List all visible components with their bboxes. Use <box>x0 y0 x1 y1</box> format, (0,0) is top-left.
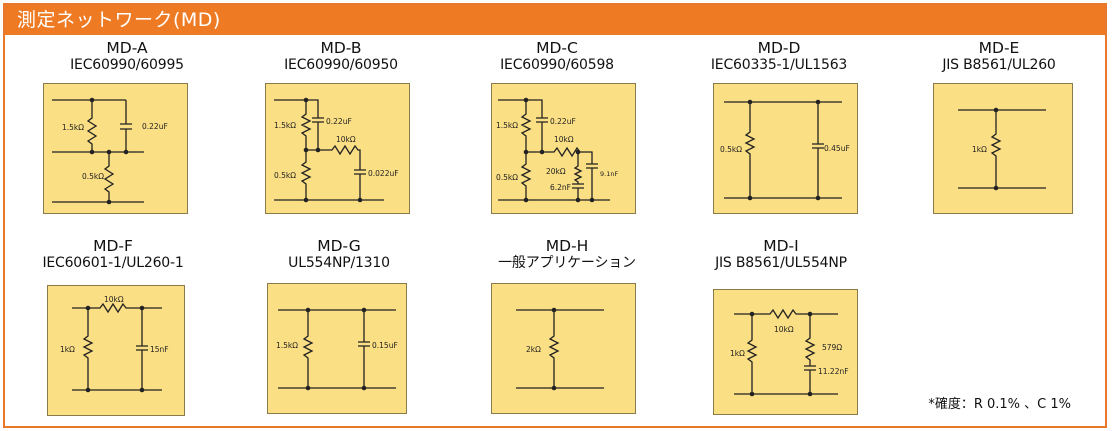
network-md-h: MD-H 一般アプリケーション <box>467 237 667 272</box>
circuit-md-h: 2kΩ <box>491 283 636 414</box>
label-capacitor: 0.22uF <box>142 122 168 131</box>
network-standard: IEC60990/60950 <box>284 57 398 73</box>
network-md-g: MD-G UL554NP/1310 <box>239 237 439 272</box>
label-resistor: 0.5kΩ <box>274 171 296 180</box>
section-title: 測定ネットワーク(MD) <box>5 5 1105 35</box>
network-standard: IEC60990/60995 <box>70 57 184 73</box>
label-resistor: 0.5kΩ <box>720 145 742 154</box>
circuit-md-b: 1.5kΩ 0.22uF 10kΩ 0.5kΩ 0.022uF <box>265 83 410 214</box>
circuit-md-e: 1kΩ <box>933 83 1073 214</box>
network-md-d: MD-D IEC60335-1/UL1563 <box>679 39 879 74</box>
label-resistor: 1.5kΩ <box>62 123 84 132</box>
network-name: MD-G <box>317 237 361 255</box>
network-name: MD-C <box>536 39 578 57</box>
label-resistor: 1.5kΩ <box>276 341 298 350</box>
circuit-md-g: 1.5kΩ 0.15uF <box>267 283 407 414</box>
network-standard: UL554NP/1310 <box>288 255 390 271</box>
label-capacitor: 9.1nF <box>600 170 618 178</box>
label-capacitor: 0.22uF <box>326 117 352 126</box>
network-name: MD-B <box>320 39 362 57</box>
network-standard: JIS B8561/UL260 <box>942 57 1056 73</box>
network-md-i: MD-I JIS B8561/UL554NP <box>681 237 881 272</box>
network-name: MD-F <box>93 237 133 255</box>
label-resistor: 10kΩ <box>336 135 356 144</box>
circuit-md-i: 10kΩ 1kΩ 579Ω 11.22nF <box>713 289 858 415</box>
label-resistor: 1kΩ <box>972 145 987 154</box>
network-md-f: MD-F IEC60601-1/UL260-1 <box>13 237 213 272</box>
label-resistor: 2kΩ <box>526 345 541 354</box>
accuracy-note: *確度：R 0.1% 、C 1% <box>928 397 1071 412</box>
network-md-e: MD-E JIS B8561/UL260 <box>899 39 1099 74</box>
circuit-md-d: 0.5kΩ 0.45uF <box>713 83 858 214</box>
label-capacitor: 6.2nF <box>550 183 571 192</box>
md-networks-frame: 測定ネットワーク(MD) MD-A IEC60990/60995 1.5kΩ 0… <box>3 3 1107 428</box>
label-resistor: 1.5kΩ <box>274 121 296 130</box>
label-resistor: 0.5kΩ <box>82 172 104 181</box>
network-md-a: MD-A IEC60990/60995 <box>27 39 227 74</box>
label-resistor: 20kΩ <box>546 167 566 176</box>
label-resistor: 1kΩ <box>60 345 75 354</box>
label-capacitor: 0.45uF <box>824 144 850 153</box>
network-standard: JIS B8561/UL554NP <box>715 255 847 271</box>
network-md-b: MD-B IEC60990/60950 <box>241 39 441 74</box>
network-name: MD-E <box>978 39 1020 57</box>
network-standard: IEC60990/60598 <box>500 57 614 73</box>
label-capacitor: 0.22uF <box>550 117 576 126</box>
label-capacitor: 0.022uF <box>368 169 399 178</box>
network-standard: 一般アプリケーション <box>498 255 636 271</box>
circuit-md-f: 10kΩ 1kΩ 15nF <box>47 285 185 416</box>
label-resistor: 579Ω <box>822 343 842 352</box>
label-capacitor: 11.22nF <box>818 367 849 376</box>
network-name: MD-I <box>763 237 799 255</box>
network-md-c: MD-C IEC60990/60598 <box>457 39 657 74</box>
network-name: MD-A <box>106 39 148 57</box>
label-resistor: 1kΩ <box>730 349 745 358</box>
circuit-md-a: 1.5kΩ 0.22uF 0.5kΩ <box>43 83 188 214</box>
label-resistor: 10kΩ <box>774 325 794 334</box>
label-capacitor: 0.15uF <box>372 341 398 350</box>
label-resistor: 10kΩ <box>554 135 574 144</box>
label-capacitor: 15nF <box>150 345 169 354</box>
network-name: MD-D <box>757 39 801 57</box>
circuit-md-c: 1.5kΩ 0.22uF 10kΩ 20kΩ 9.1nF 0.5kΩ 6.2nF <box>491 83 636 214</box>
network-name: MD-H <box>545 237 589 255</box>
network-standard: IEC60601-1/UL260-1 <box>42 255 184 271</box>
label-resistor: 10kΩ <box>104 295 124 304</box>
label-resistor: 1.5kΩ <box>496 121 518 130</box>
label-resistor: 0.5kΩ <box>496 173 518 182</box>
network-standard: IEC60335-1/UL1563 <box>710 57 848 73</box>
